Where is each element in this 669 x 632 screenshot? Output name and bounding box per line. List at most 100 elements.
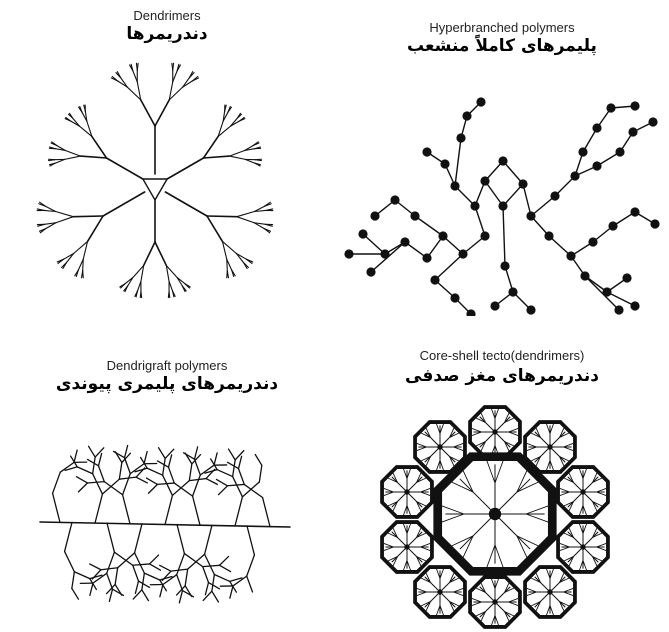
- dendrimer-branch: [45, 222, 57, 230]
- shell-branch: [420, 577, 431, 583]
- dendrimer-branch: [229, 117, 238, 127]
- dendrimer-branch: [264, 223, 273, 227]
- monomer-node: [630, 207, 640, 217]
- shell-branch: [480, 582, 486, 593]
- shell-branch: [403, 468, 408, 479]
- polymer-bond: [554, 175, 576, 197]
- monomer-node: [508, 287, 518, 297]
- dendrimer-branch: [168, 86, 184, 101]
- monomer-node: [422, 147, 432, 157]
- dendrimer-branch: [206, 215, 238, 218]
- graft-branch: [176, 552, 186, 576]
- shell-branch: [406, 523, 411, 534]
- shell-branch: [406, 546, 423, 563]
- graft-branch: [112, 450, 126, 459]
- dendrimer-branch: [235, 252, 247, 260]
- graft-branch: [134, 580, 140, 595]
- monomer-node: [628, 127, 638, 137]
- shell-branch: [526, 591, 537, 596]
- graft-branch: [159, 575, 173, 581]
- shell-branch: [494, 408, 499, 419]
- dendrimer-branch: [60, 261, 68, 269]
- dendrimer-branch: [54, 148, 66, 152]
- dendrimer-branch: [236, 210, 255, 218]
- graft-branch: [63, 521, 73, 553]
- graft-branch: [234, 496, 244, 527]
- shell-branch: [504, 441, 515, 447]
- shell-branch: [406, 468, 411, 479]
- shell-branch: [416, 527, 422, 538]
- shell-branch: [534, 591, 551, 608]
- core-dendrimer: [433, 452, 557, 576]
- graft-branch: [246, 575, 254, 593]
- graft-branch: [92, 572, 108, 584]
- shell-branch: [494, 601, 511, 618]
- shell-branch: [424, 576, 441, 593]
- graft-branch: [161, 457, 166, 476]
- polymer-bond: [502, 183, 524, 207]
- monomer-node: [578, 147, 588, 157]
- dendrimer-branch: [242, 261, 248, 270]
- polymer-bond: [606, 291, 636, 307]
- dendrimer-branch: [73, 240, 89, 255]
- graft-branch: [202, 564, 221, 568]
- shell-branch: [549, 431, 566, 448]
- graft-branch: [106, 572, 114, 590]
- dendrimer-branch: [176, 276, 186, 285]
- shell-branch: [494, 544, 504, 568]
- dendrimer-branch: [126, 86, 142, 101]
- graft-branch: [203, 553, 216, 576]
- dendrimer-branch: [235, 252, 245, 264]
- monomer-node: [592, 161, 602, 171]
- monomer-node: [608, 221, 618, 231]
- dendrimer-branch: [172, 62, 175, 71]
- core-shell-title-en: Core-shell tecto(dendrimers): [419, 348, 585, 363]
- shell-branch: [596, 491, 607, 496]
- hyperbranched-panel: Hyperbranched polymers پلیمرهای کاملاً م…: [335, 0, 669, 316]
- graft-branch: [156, 482, 175, 486]
- graft-branch: [75, 476, 89, 484]
- graft-branch: [218, 555, 230, 566]
- dendrimer-branch: [226, 258, 233, 271]
- shell-dendrimer: [468, 575, 522, 629]
- graft-branch: [161, 570, 172, 582]
- polymer-bond: [414, 215, 444, 237]
- dendrimer-branch: [221, 240, 228, 260]
- graft-branch: [246, 525, 256, 556]
- shell-branch: [516, 470, 528, 493]
- shell-branch: [449, 456, 455, 467]
- dendrimer-branch: [72, 117, 81, 127]
- shell-branch: [462, 470, 474, 493]
- graft-branch: [97, 465, 105, 483]
- graft-branch: [199, 464, 215, 476]
- graft-branch: [178, 589, 184, 604]
- dendrimer-branch: [217, 125, 232, 138]
- monomer-node: [438, 231, 448, 241]
- core-shell-panel: Core-shell tecto(dendrimers) دندریمرهای …: [335, 316, 669, 632]
- shell-branch: [579, 523, 584, 534]
- graft-branch: [229, 577, 243, 583]
- dendrimer-branch: [244, 148, 256, 152]
- graft-branch: [188, 463, 193, 482]
- monomer-node: [498, 201, 508, 211]
- graft-branch: [64, 466, 78, 472]
- monomer-node: [498, 156, 508, 166]
- dendrimer-branch: [82, 258, 84, 272]
- dendrimers-panel: Dendrimers دندریمرها: [0, 0, 334, 316]
- dendrimer-branch: [117, 80, 128, 88]
- graft-branch: [129, 463, 145, 475]
- shell-branch: [549, 423, 554, 434]
- graft-branch: [229, 585, 234, 599]
- graft-branch: [123, 444, 129, 459]
- dendrimer-branch: [217, 120, 224, 138]
- shell-branch: [416, 556, 427, 562]
- shell-branch: [582, 476, 599, 493]
- shell-branch: [494, 431, 511, 448]
- shell-branch: [416, 501, 422, 512]
- shell-branch: [475, 417, 486, 423]
- graft-branch: [89, 563, 102, 571]
- dendrimer-branch: [228, 149, 246, 157]
- graft-branch: [121, 472, 131, 496]
- shell-branch: [579, 560, 584, 571]
- shell-branch: [508, 431, 519, 436]
